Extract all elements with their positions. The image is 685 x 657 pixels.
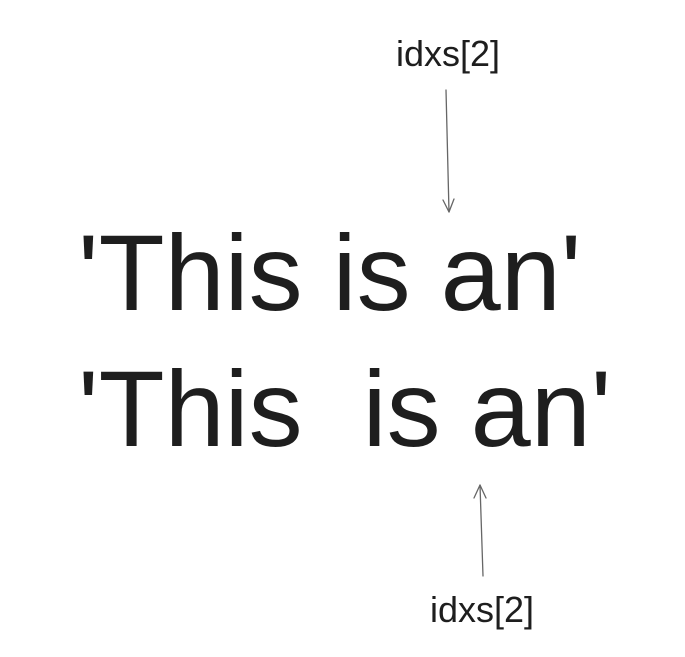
string-line-1: 'This is an' <box>78 212 582 333</box>
bottom-arrow-shaft <box>479 484 484 577</box>
bottom-index-label: idxs[2] <box>430 589 535 630</box>
top-index-label: idxs[2] <box>396 33 501 74</box>
top-arrow-head <box>442 198 455 213</box>
top-arrow <box>442 89 455 213</box>
bottom-arrow-head <box>473 484 487 499</box>
bottom-arrow <box>473 484 487 577</box>
top-arrow-shaft <box>445 89 450 213</box>
string-line-2: 'This is an' <box>78 348 612 469</box>
